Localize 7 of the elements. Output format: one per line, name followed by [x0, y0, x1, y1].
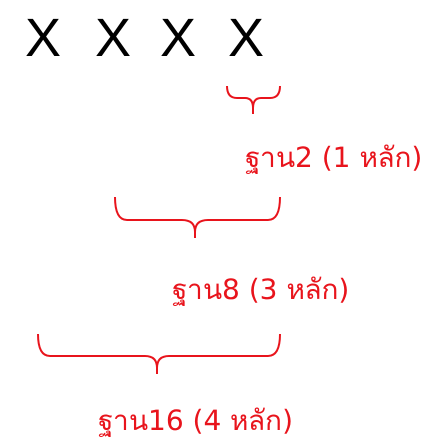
- base-label: ฐาน2 (1 หลัก): [245, 140, 422, 176]
- digit-letter: X: [228, 8, 264, 68]
- base-label: ฐาน8 (3 หลัก): [172, 272, 350, 308]
- digit-letter: X: [95, 8, 132, 68]
- digit-letter: X: [25, 8, 62, 68]
- base-label: ฐาน16 (4 หลัก): [98, 403, 294, 439]
- digit-letter: X: [160, 8, 196, 68]
